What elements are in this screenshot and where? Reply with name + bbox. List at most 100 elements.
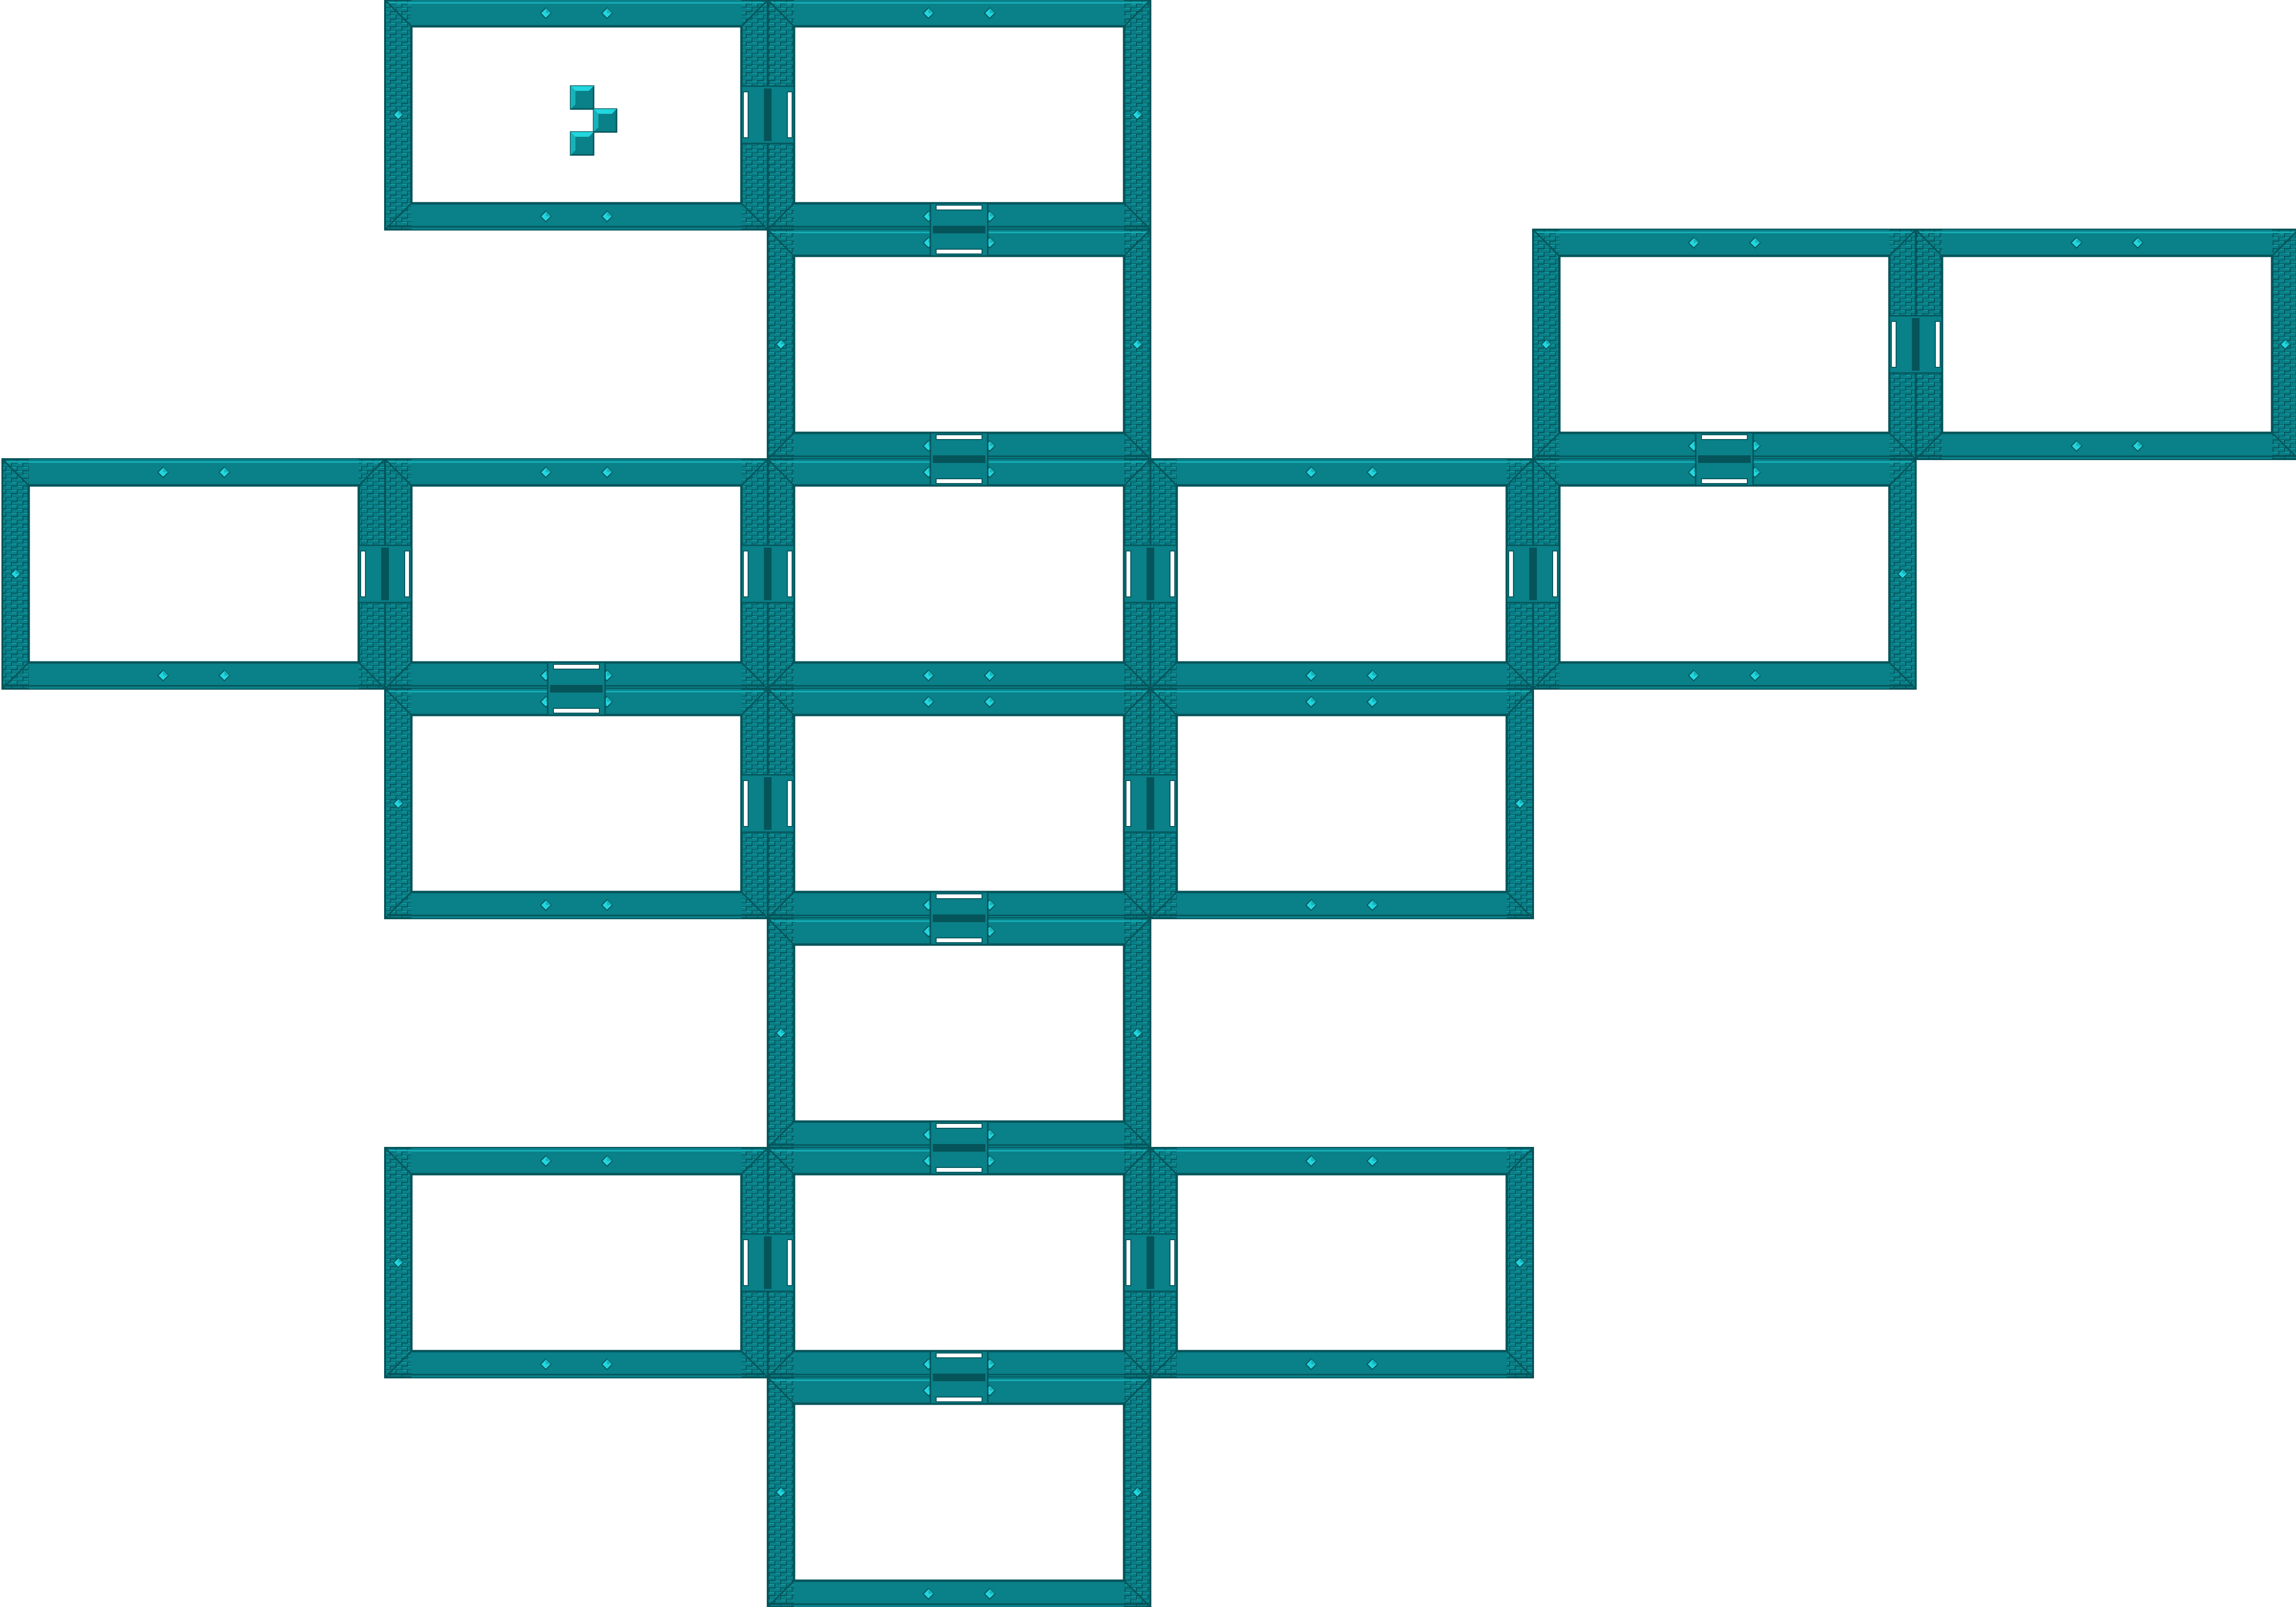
room — [1532, 229, 1917, 460]
room — [384, 458, 769, 690]
wall-stud-icon — [2131, 237, 2144, 249]
room — [384, 688, 769, 919]
wall-stud-icon — [157, 466, 169, 478]
doorway — [740, 544, 795, 604]
wall-stud-icon — [922, 670, 935, 682]
wall-stud-icon — [1514, 1257, 1525, 1268]
wall-stud-icon — [540, 7, 552, 19]
wall-stud-icon — [2070, 237, 2083, 249]
wall-stud-icon — [218, 670, 231, 682]
room — [1149, 458, 1534, 690]
wall-stud-icon — [1305, 899, 1317, 911]
room — [767, 917, 1151, 1149]
doorway — [1123, 1233, 1178, 1292]
marker-layer — [570, 85, 618, 156]
doorway — [1695, 432, 1754, 486]
wall-stud-icon — [1514, 798, 1525, 809]
room — [767, 458, 1151, 690]
wall-stud-icon — [1897, 568, 1908, 580]
wall-stud-icon — [601, 210, 613, 222]
room — [767, 229, 1151, 460]
doorway — [1123, 774, 1178, 833]
wall-stud-icon — [1366, 1358, 1379, 1370]
room — [1915, 229, 2296, 460]
wall-stud-icon — [540, 1155, 552, 1167]
doors-layer — [358, 85, 1943, 1405]
doorway — [740, 774, 795, 833]
wall-stud-icon — [1688, 670, 1700, 682]
wall-stud-icon — [2131, 440, 2144, 452]
wall-stud-icon — [1749, 237, 1761, 249]
wall-stud-icon — [983, 1588, 996, 1600]
wall-stud-icon — [1366, 899, 1379, 911]
wall-stud-icon — [393, 798, 404, 809]
wall-stud-icon — [1541, 339, 1552, 350]
wall-stud-icon — [2070, 440, 2083, 452]
wall-stud-icon — [1132, 1027, 1143, 1039]
wall-stud-icon — [601, 1155, 613, 1167]
wall-stud-icon — [601, 7, 613, 19]
wall-stud-icon — [1305, 670, 1317, 682]
room — [767, 1147, 1151, 1378]
wall-stud-icon — [983, 7, 996, 19]
arrow-right-icon — [570, 85, 618, 156]
wall-stud-icon — [393, 1257, 404, 1268]
wall-stud-icon — [601, 466, 613, 478]
wall-stud-icon — [601, 899, 613, 911]
doorway — [929, 432, 989, 486]
wall-stud-icon — [1132, 109, 1143, 121]
room — [1, 458, 386, 690]
doorway — [740, 85, 795, 144]
room — [384, 1147, 769, 1378]
doorway — [547, 661, 606, 716]
doorway — [1506, 544, 1560, 604]
wall-stud-icon — [540, 210, 552, 222]
wall-stud-icon — [1688, 237, 1700, 249]
doorway — [1888, 315, 1943, 374]
wall-stud-icon — [2280, 339, 2291, 350]
wall-stud-icon — [1305, 1358, 1317, 1370]
room — [1532, 458, 1917, 690]
wall-stud-icon — [983, 696, 996, 708]
room — [1149, 688, 1534, 919]
doorway — [929, 1121, 989, 1175]
wall-stud-icon — [218, 466, 231, 478]
room — [1149, 1147, 1534, 1378]
wall-stud-icon — [540, 466, 552, 478]
doorway — [358, 544, 412, 604]
wall-stud-icon — [775, 1486, 786, 1498]
wall-stud-icon — [540, 899, 552, 911]
doorway — [740, 1233, 795, 1292]
wall-stud-icon — [1132, 339, 1143, 350]
wall-stud-icon — [540, 1358, 552, 1370]
wall-stud-icon — [10, 568, 21, 580]
wall-stud-icon — [1305, 1155, 1317, 1167]
doorway — [1123, 544, 1178, 604]
room-start — [384, 0, 769, 231]
wall-stud-icon — [1366, 670, 1379, 682]
wall-stud-icon — [922, 696, 935, 708]
wall-stud-icon — [601, 1358, 613, 1370]
wall-stud-icon — [1305, 696, 1317, 708]
wall-stud-icon — [393, 109, 404, 121]
wall-stud-icon — [1749, 670, 1761, 682]
room — [767, 1376, 1151, 1607]
wall-stud-icon — [1366, 466, 1379, 478]
room — [767, 688, 1151, 919]
wall-stud-icon — [1366, 1155, 1379, 1167]
wall-stud-icon — [1305, 466, 1317, 478]
doorway — [929, 1350, 989, 1405]
wall-stud-icon — [775, 339, 786, 350]
wall-stud-icon — [922, 7, 935, 19]
wall-stud-icon — [157, 670, 169, 682]
wall-stud-icon — [1366, 696, 1379, 708]
doorway — [929, 891, 989, 946]
wall-stud-icon — [922, 1588, 935, 1600]
wall-stud-icon — [775, 1027, 786, 1039]
room — [767, 0, 1151, 231]
wall-stud-icon — [1132, 1486, 1143, 1498]
doorway — [929, 202, 989, 257]
wall-stud-icon — [983, 670, 996, 682]
